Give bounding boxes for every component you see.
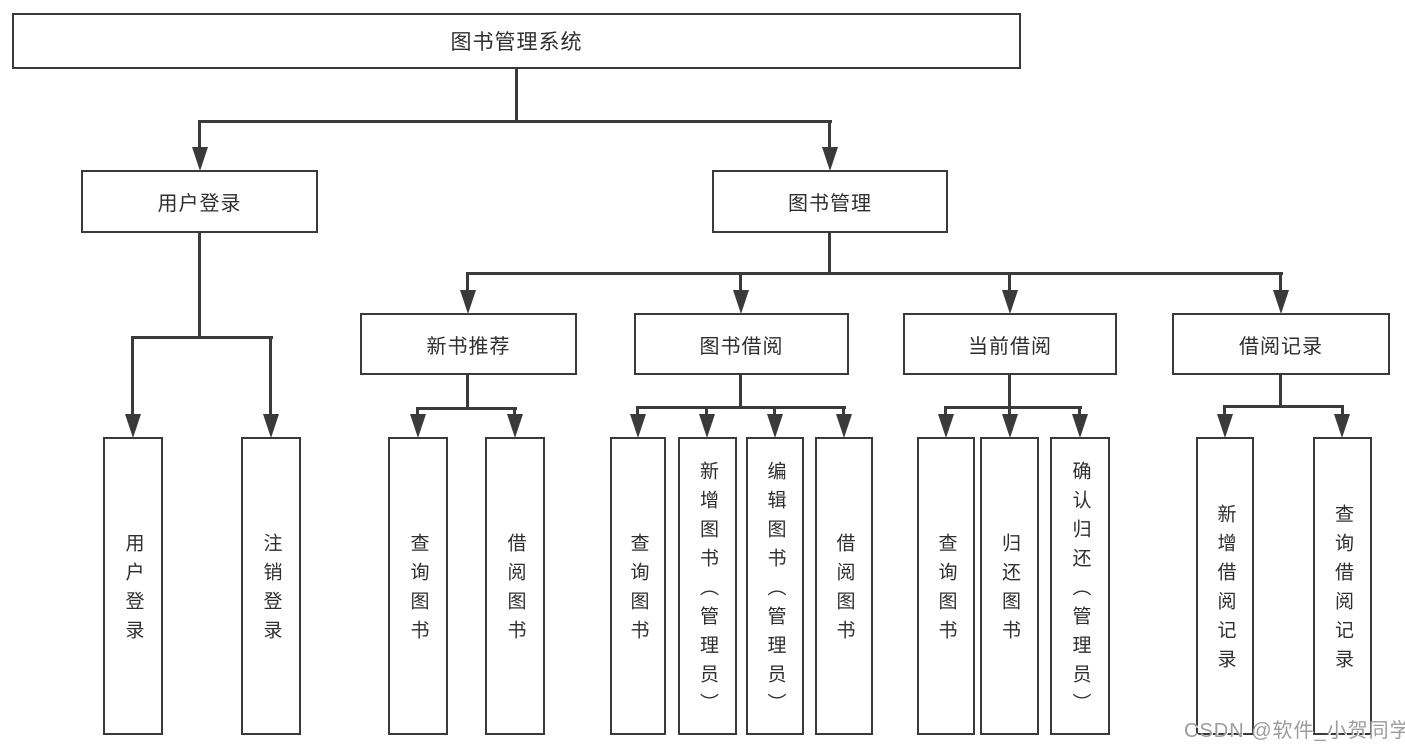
- connector-userlogin-drop-2: [269, 336, 272, 418]
- connector-current-stem: [1008, 375, 1011, 406]
- node-borrowing-records: 借阅记录: [1172, 313, 1390, 375]
- arrowhead-down-icon: [1217, 414, 1233, 438]
- node-current-borrowing: 当前借阅: [903, 313, 1117, 375]
- connector-records-stem: [1279, 375, 1282, 405]
- connector-bookmgmt-drop-2: [739, 272, 742, 294]
- leaf-query-borrow-record: 查询借阅记录: [1313, 437, 1372, 735]
- connector-current-drop-3: [1078, 406, 1081, 416]
- arrowhead-down-icon: [699, 414, 715, 438]
- leaf-add-books-admin: 新增图书（管理员）: [678, 437, 737, 735]
- connector-records-drop-2: [1341, 405, 1344, 416]
- connector-borrow-drop-2: [705, 406, 708, 416]
- leaf-query-books-current: 查询图书: [917, 437, 975, 735]
- node-user-login: 用户登录: [81, 170, 318, 233]
- connector-userlogin-stem: [198, 233, 201, 336]
- connector-bookmgmt-stem: [828, 233, 831, 272]
- connector-borrow-stem: [739, 375, 742, 406]
- arrowhead-down-icon: [263, 414, 279, 438]
- connector-root-drop-left: [198, 120, 201, 154]
- connector-current-drop-1: [944, 406, 947, 416]
- leaf-borrow-books-recommend: 借阅图书: [485, 437, 545, 735]
- leaf-confirm-return-admin: 确认归还（管理员）: [1050, 437, 1110, 735]
- connector-records-drop-1: [1223, 405, 1226, 416]
- connector-root-stem: [515, 69, 518, 120]
- arrowhead-down-icon: [630, 414, 646, 438]
- arrowhead-down-icon: [125, 414, 141, 438]
- connector-borrow-drop-3: [773, 406, 776, 416]
- connector-current-bar: [945, 406, 1082, 409]
- node-new-book-recommendation: 新书推荐: [360, 313, 577, 375]
- leaf-borrow-books: 借阅图书: [815, 437, 873, 735]
- arrowhead-down-icon: [460, 290, 476, 314]
- connector-recommend-stem: [466, 375, 469, 407]
- arrowhead-down-icon: [192, 147, 208, 171]
- connector-userlogin-bar: [131, 336, 273, 339]
- node-book-management: 图书管理: [712, 170, 948, 233]
- node-book-borrowing: 图书借阅: [634, 313, 849, 375]
- leaf-edit-books-admin: 编辑图书（管理员）: [746, 437, 804, 735]
- connector-current-drop-2: [1008, 406, 1011, 416]
- node-library-management-system: 图书管理系统: [12, 13, 1021, 69]
- leaf-user-login: 用户登录: [103, 437, 163, 735]
- connector-borrow-drop-1: [636, 406, 639, 416]
- connector-bookmgmt-drop-4: [1279, 272, 1282, 294]
- arrowhead-down-icon: [1002, 414, 1018, 438]
- watermark-text: CSDN @软件_小贺同学: [1184, 720, 1405, 742]
- arrowhead-down-icon: [938, 414, 954, 438]
- connector-recommend-drop-1: [416, 407, 419, 417]
- connector-root-drop-right: [828, 120, 831, 154]
- arrowhead-down-icon: [1334, 414, 1350, 438]
- connector-bookmgmt-drop-1: [466, 272, 469, 294]
- leaf-add-borrow-record: 新增借阅记录: [1196, 437, 1254, 735]
- connector-bookmgmt-drop-3: [1008, 272, 1011, 294]
- leaf-query-books-borrow: 查询图书: [610, 437, 666, 735]
- leaf-query-books-recommend: 查询图书: [388, 437, 448, 735]
- arrowhead-down-icon: [767, 414, 783, 438]
- arrowhead-down-icon: [507, 414, 523, 438]
- connector-records-bar: [1224, 405, 1344, 408]
- arrowhead-down-icon: [836, 414, 852, 438]
- arrowhead-down-icon: [822, 147, 838, 171]
- connector-recommend-bar: [416, 407, 517, 410]
- arrowhead-down-icon: [410, 414, 426, 438]
- connector-root-bar: [199, 120, 832, 123]
- leaf-return-books: 归还图书: [980, 437, 1039, 735]
- arrowhead-down-icon: [1072, 414, 1088, 438]
- connector-borrow-bar: [637, 406, 846, 409]
- arrowhead-down-icon: [1002, 290, 1018, 314]
- connector-userlogin-drop-1: [131, 336, 134, 418]
- connector-bookmgmt-bar: [467, 272, 1283, 275]
- leaf-logout: 注销登录: [241, 437, 301, 735]
- connector-recommend-drop-2: [513, 407, 516, 417]
- arrowhead-down-icon: [733, 290, 749, 314]
- arrowhead-down-icon: [1273, 290, 1289, 314]
- connector-borrow-drop-4: [842, 406, 845, 416]
